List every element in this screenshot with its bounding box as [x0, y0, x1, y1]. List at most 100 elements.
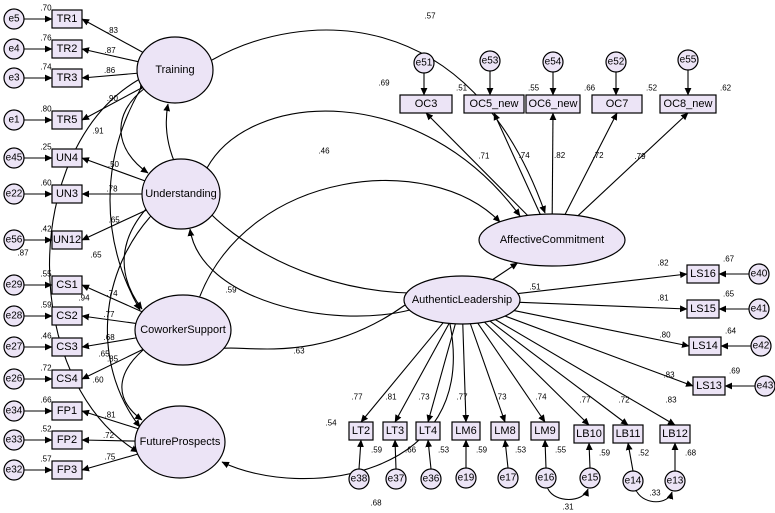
indicator-oc3	[399, 94, 453, 114]
loading-label-cs3: .68	[104, 333, 116, 342]
indicator-label-ls15: LS15	[690, 303, 716, 315]
indicator-lt2	[348, 421, 374, 441]
error-label-e14: e14	[625, 476, 642, 487]
r2-oc3: .51	[456, 84, 468, 93]
loading-label-cs2: .77	[103, 310, 115, 319]
error-label-e29: e29	[6, 280, 23, 291]
cov-cs-fp	[121, 342, 151, 421]
cov-label-e16-e15: .31	[562, 503, 574, 512]
error-label-e3: e3	[8, 73, 20, 84]
indicator-fp2	[51, 430, 83, 450]
labels-layer: TrainingUnderstandingCoworkerSupportFutu…	[6, 4, 774, 512]
error-label-e56: e56	[6, 235, 23, 246]
error-label-e27: e27	[6, 342, 23, 353]
path-label-al-un: .54	[325, 419, 337, 428]
indicator-label-cs4: CS4	[56, 373, 77, 385]
indicator-ls14	[688, 336, 722, 356]
loading-label-oc7: .72	[592, 151, 604, 160]
error-label-e26: e26	[6, 374, 23, 385]
indicator-oc7	[591, 94, 643, 114]
cov-label-cs-fp: .60	[92, 376, 104, 385]
loading-label-lm9: .74	[535, 393, 547, 402]
error-e43	[754, 375, 775, 397]
r2-lm6: .59	[476, 446, 488, 455]
r2-oc7: .52	[646, 84, 658, 93]
indicator-label-oc6-new: OC6_new	[529, 98, 578, 110]
loading-oc7	[564, 112, 618, 215]
error-e40	[748, 263, 770, 285]
r2-oc6-new: .66	[584, 84, 596, 93]
r2-tr5: .80	[40, 105, 52, 114]
error-e5	[3, 8, 25, 30]
indicator-label-tr3: TR3	[57, 72, 78, 84]
loading-lt4	[426, 323, 456, 423]
edges-layer	[24, 15, 755, 503]
indicator-label-lb11: LB11	[616, 428, 641, 440]
loading-label-un12: .65	[109, 216, 121, 225]
error-label-e19: e19	[458, 473, 475, 484]
error-e41	[748, 298, 770, 320]
error-e55	[677, 49, 699, 71]
error-path-e16	[541, 439, 549, 469]
indicator-ls16	[686, 264, 720, 284]
error-e45	[3, 147, 25, 169]
indicator-label-un12: UN12	[53, 234, 81, 246]
error-e16	[535, 467, 557, 489]
loading-lb11	[489, 320, 629, 426]
r2-lm8: .53	[515, 446, 527, 455]
latent-training	[136, 36, 214, 104]
r2-lm9: .55	[555, 446, 567, 455]
error-e37	[385, 468, 407, 490]
error-label-e33: e33	[6, 435, 23, 446]
loading-fp2	[81, 436, 136, 444]
error-e28	[3, 305, 25, 327]
loading-label-fp3: .75	[104, 453, 116, 462]
loading-label-lt2: .77	[351, 393, 363, 402]
error-label-e22: e22	[6, 189, 23, 200]
latent-authenticleadership	[403, 275, 521, 325]
r2-ls15: .65	[723, 290, 735, 299]
latent-label-understanding: Understanding	[145, 188, 217, 200]
loading-tr2	[81, 47, 139, 63]
loading-ls16	[517, 271, 688, 295]
indicator-un3	[51, 184, 83, 204]
latent-label-affectivecommitment: AffectiveCommitment	[500, 234, 604, 246]
indicator-label-oc8-new: OC8_new	[664, 98, 713, 110]
indicator-tr3	[51, 68, 83, 88]
latent-affectivecommitment	[478, 213, 626, 267]
loading-label-oc5-new: .74	[519, 151, 531, 160]
loading-label-cs1: .74	[106, 289, 118, 298]
cov-tr-fp	[49, 73, 146, 453]
r2-un12: .42	[40, 225, 52, 234]
error-label-e43: e43	[757, 381, 774, 392]
indicator-tr2	[51, 39, 83, 59]
indicator-label-fp1: FP1	[57, 405, 77, 417]
loading-lb10	[484, 321, 590, 426]
loading-oc5-new	[493, 112, 541, 215]
loading-lm8	[469, 323, 506, 423]
indicator-label-lt4: LT4	[419, 425, 437, 437]
r2-lt4: .53	[438, 446, 450, 455]
indicator-tr5	[51, 110, 83, 130]
indicator-label-un4: UN4	[56, 152, 78, 164]
path-label-cs-ac: .46	[318, 147, 330, 156]
path-label-al-tr: .59	[225, 286, 237, 295]
loading-oc6-new	[549, 112, 557, 215]
loading-tr1	[81, 18, 144, 53]
error-label-e17: e17	[500, 473, 517, 484]
indicator-un12	[51, 230, 83, 250]
indicator-label-ls16: LS16	[690, 268, 716, 280]
error-label-e15: e15	[582, 473, 599, 484]
cov-label-un-cs: .94	[78, 294, 90, 303]
loading-label-tr5: .90	[107, 94, 119, 103]
loading-lt3	[394, 323, 450, 423]
indicator-lt4	[415, 421, 441, 441]
indicator-label-lb10: LB10	[576, 428, 602, 440]
loading-label-lt4: .73	[418, 393, 430, 402]
loading-label-ls14: .80	[659, 331, 671, 340]
path-al-ac	[492, 262, 519, 281]
error-e38	[348, 468, 370, 490]
error-e32	[3, 459, 25, 481]
cov-label-tr-cs: .65	[90, 251, 102, 260]
